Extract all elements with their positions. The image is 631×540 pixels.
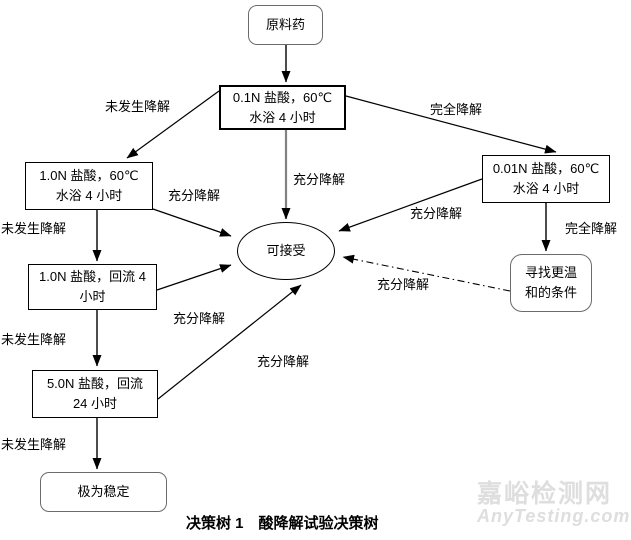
node-hcl-0-01n-water-bath: 0.01N 盐酸，60℃ 水浴 4 小时	[482, 155, 610, 203]
arrow-milder-to-acceptable-dashdot	[342, 254, 511, 292]
edge-label-no-degradation-3: 未发生降解	[1, 332, 67, 347]
node-find-milder-conditions: 寻找更温 和的条件	[510, 254, 592, 312]
arrow-hcl01-to-hcl10bath	[126, 90, 220, 159]
watermark-site-url: AnyTesting.com	[477, 506, 631, 526]
node-hcl-1-0n-water-bath: 1.0N 盐酸，60℃ 水浴 4 小时	[25, 162, 153, 210]
edge-label-sufficient-degradation-left3: 充分降解	[257, 354, 310, 369]
edge-label-complete-degradation-2: 完全降解	[565, 221, 618, 236]
diagram-caption: 决策树 1 酸降解试验决策树	[186, 515, 379, 532]
node-hcl-1-0n-reflux: 1.0N 盐酸，回流 4 小时	[28, 264, 157, 310]
edge-label-complete-degradation-1: 完全降解	[430, 102, 483, 117]
arrow-hcl10bath-to-acceptable	[152, 208, 232, 237]
watermark-site-name: 嘉峪检测网	[477, 480, 613, 508]
edge-label-no-degradation-2: 未发生降解	[1, 221, 67, 236]
node-hcl-0-1n-water-bath: 0.1N 盐酸，60℃ 水浴 4 小时	[219, 85, 346, 130]
edge-label-no-degradation-1: 未发生降解	[105, 99, 171, 114]
edge-label-no-degradation-4: 未发生降解	[1, 437, 67, 452]
arrow-hcl001-to-acceptable	[338, 178, 483, 232]
edge-label-sufficient-degradation-center: 充分降解	[293, 172, 346, 187]
watermark: 嘉峪检测网 AnyTesting.com	[477, 481, 630, 525]
arrow-hcl01-to-hcl001	[345, 95, 557, 154]
node-raw-material: 原料药	[248, 5, 323, 45]
edge-label-sufficient-degradation-right2: 充分降解	[377, 277, 430, 292]
arrow-hcl10reflux-to-acceptable	[156, 264, 232, 291]
arrow-hcl50-to-acceptable	[157, 284, 302, 400]
node-acceptable: 可接受	[237, 222, 335, 280]
edge-label-sufficient-degradation-left2: 充分降解	[173, 311, 226, 326]
node-extremely-stable: 极为稳定	[40, 472, 167, 512]
edge-label-sufficient-degradation-right1: 充分降解	[410, 206, 463, 221]
edge-label-sufficient-degradation-left1: 充分降解	[168, 188, 221, 203]
node-hcl-5-0n-reflux: 5.0N 盐酸，回流 24 小时	[32, 370, 158, 418]
